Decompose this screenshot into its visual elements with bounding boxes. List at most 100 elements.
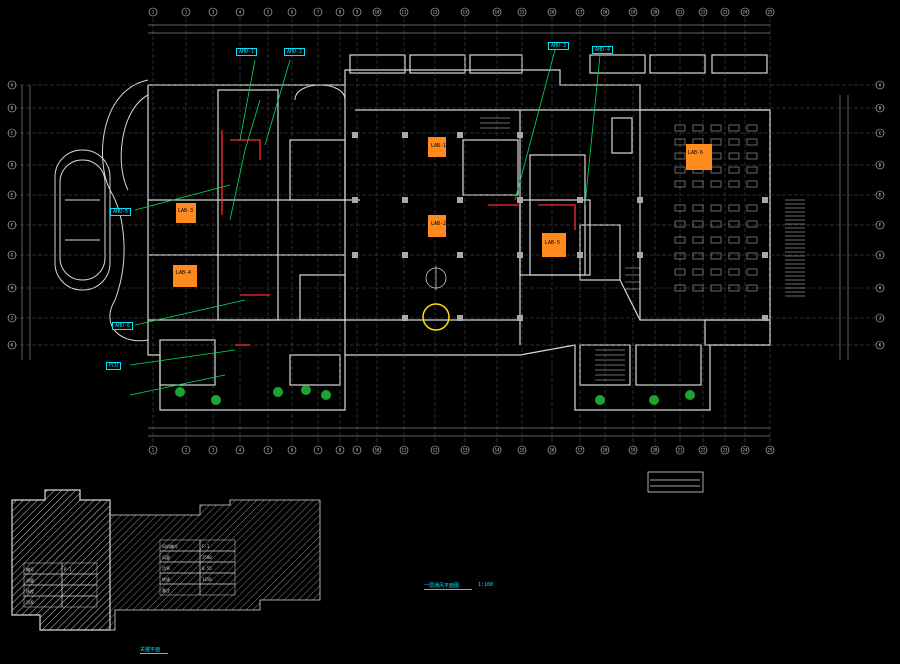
structural-columns	[352, 132, 768, 321]
grid-bubble-label: 21	[678, 448, 683, 453]
legend-cell-value: -	[64, 589, 66, 594]
table	[728, 268, 740, 276]
grid-bubble	[7, 283, 17, 293]
grid-bubble-label: 5	[267, 10, 270, 15]
equipment-blocks	[173, 137, 712, 287]
table	[692, 204, 704, 212]
grid-bubble-label: 21	[678, 10, 683, 15]
grid-bubble	[600, 7, 610, 17]
grid-bubble-label: 7	[317, 10, 320, 15]
grid-bubble	[875, 128, 885, 138]
grid-bubble-label: 24	[743, 10, 748, 15]
grid-bubble-label: K	[11, 343, 14, 348]
grid-bubble-label: E	[11, 193, 14, 198]
equipment-tag-5: AHU-5	[110, 208, 132, 216]
legend-cell-label: 扬程	[26, 588, 34, 594]
grid-bubble	[547, 445, 557, 455]
column	[402, 315, 408, 321]
grid-bubble-label: 11	[402, 448, 407, 453]
grid-bubble	[181, 7, 191, 17]
stairs	[480, 117, 640, 381]
table	[746, 252, 758, 260]
grid-bubble	[235, 445, 245, 455]
grid-bubbles: 1122334455667788991010111112121313141415…	[7, 7, 885, 455]
plant	[301, 385, 311, 395]
table	[674, 180, 686, 188]
table	[728, 152, 740, 160]
column	[402, 197, 408, 203]
legend-cell-label: 备注	[162, 587, 170, 593]
grid-bubble	[460, 7, 470, 17]
grid-bubble	[698, 445, 708, 455]
grid-bubble-label: 9	[356, 10, 359, 15]
column	[402, 252, 408, 258]
table	[674, 204, 686, 212]
grid-bubble-label: 8	[339, 448, 342, 453]
equipment-tag-6: AHU-6	[112, 322, 134, 330]
grid-bubble-label: 24	[743, 448, 748, 453]
grid-bubble	[517, 7, 527, 17]
grid-bubble	[675, 7, 685, 17]
table	[728, 138, 740, 146]
column	[457, 197, 463, 203]
grid-bubble	[575, 445, 585, 455]
grid-bubble-label: 13	[463, 448, 468, 453]
grid-bubble-label: A	[11, 83, 14, 88]
grid-bubble	[875, 250, 885, 260]
grid-bubble	[399, 445, 409, 455]
table	[674, 252, 686, 260]
table	[710, 284, 722, 292]
building-walls	[147, 54, 771, 411]
table	[710, 220, 722, 228]
grid-bubble-label: K	[879, 343, 882, 348]
table	[746, 152, 758, 160]
grid-bubble-label: 6	[291, 448, 294, 453]
grid-bubble	[335, 445, 345, 455]
grid-bubble-label: 13	[463, 10, 468, 15]
equipment-block	[542, 233, 566, 257]
north-arrow-icon	[425, 266, 447, 290]
equipment-tag-3: AHU-3	[548, 42, 570, 50]
column	[402, 132, 408, 138]
grid-bubble-label: 18	[603, 448, 608, 453]
grid-bubble	[650, 445, 660, 455]
grid-bubble	[352, 7, 362, 17]
grid-bubble	[313, 445, 323, 455]
legend-cell-label: 编号	[26, 566, 34, 572]
grid-bubble	[430, 445, 440, 455]
column	[457, 132, 463, 138]
grid-bubble	[875, 190, 885, 200]
grid-bubble	[7, 128, 17, 138]
grid-bubble	[628, 7, 638, 17]
grid-bubble-label: 25	[768, 448, 773, 453]
table	[692, 124, 704, 132]
grid-bubble-label: 5	[267, 448, 270, 453]
grid-bubble-label: 23	[723, 448, 728, 453]
plant	[175, 387, 185, 397]
equipment-block	[428, 137, 446, 157]
drawing-title: 一层通风平面图	[424, 582, 472, 590]
grid-bubble	[7, 340, 17, 350]
curved-canopy	[294, 84, 346, 101]
grid-bubble	[235, 7, 245, 17]
grid-bubble-label: 3	[212, 448, 215, 453]
grid-bubble-label: J	[11, 316, 13, 321]
plant	[273, 387, 283, 397]
grid-bubble-label: 6	[291, 10, 294, 15]
key-plan-label: 关键平面	[140, 646, 168, 654]
table	[710, 180, 722, 188]
grid-bubble	[720, 445, 730, 455]
grid-bubble-label: 2	[185, 10, 188, 15]
grid-bubble	[600, 445, 610, 455]
table	[692, 268, 704, 276]
grid-bubble	[208, 7, 218, 17]
column	[637, 197, 643, 203]
grid-bubble-label: 22	[701, 448, 706, 453]
equipment-tag-2: AHU-2	[284, 48, 306, 56]
grid-bubble	[372, 445, 382, 455]
legend-cell-value: 0.55	[202, 566, 212, 571]
grid-bubble-label: 15	[520, 10, 525, 15]
grid-bubble	[7, 190, 17, 200]
room-tag-2: LAB-2	[431, 221, 447, 227]
